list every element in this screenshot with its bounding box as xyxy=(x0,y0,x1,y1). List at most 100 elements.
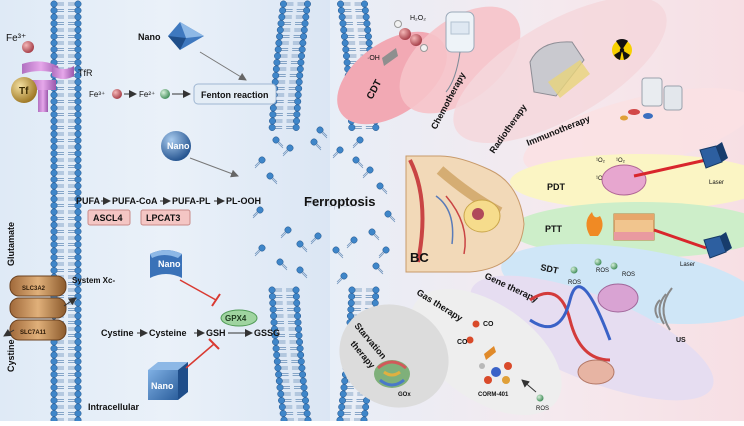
lipid-fragment xyxy=(368,228,380,241)
lipid-left-outer xyxy=(50,124,64,131)
fe3-mid-ion-icon xyxy=(112,89,122,99)
lipid-center-right-outer xyxy=(337,7,352,14)
fe3-mid-label: Fe³⁺ xyxy=(89,90,105,99)
fe2-label: Fe²⁺ xyxy=(139,90,155,99)
pdt-o2-label-3: ¹O₂ xyxy=(596,176,606,182)
inhibit-line-cube xyxy=(185,343,215,369)
gpx4-label: GPX4 xyxy=(225,314,247,323)
ferroptosis-watermark: Ferroptosis xyxy=(307,198,363,210)
lipid-left-inner xyxy=(68,91,82,99)
lipid-left-inner xyxy=(68,39,82,47)
lipid-left-inner xyxy=(68,13,82,21)
lipid-left-inner xyxy=(68,98,82,105)
lipid-center-left-inner xyxy=(289,78,303,86)
cell-membrane-left xyxy=(50,0,82,424)
lipid-left-inner xyxy=(68,104,82,112)
starvation-band xyxy=(339,304,449,408)
pufa-coa-label: PUFA-CoA xyxy=(112,196,158,206)
pdt-o2-label-2: ¹O₂ xyxy=(616,158,626,164)
fenton-box xyxy=(193,83,277,105)
lipid-left-inner xyxy=(68,254,82,261)
lipid-fragment xyxy=(254,244,266,257)
lipid-left-inner xyxy=(68,26,82,34)
lipid-left-outer xyxy=(50,39,64,47)
lipid-left-outer xyxy=(50,364,64,372)
lipid-left-inner xyxy=(68,280,82,287)
nano-mid-label: Nano xyxy=(167,141,190,151)
pl-ooh-label: PL-OOH xyxy=(226,196,261,206)
lipid-center-left-outer xyxy=(269,299,283,307)
lipid-left-outer xyxy=(50,234,64,242)
lipid-left-outer xyxy=(50,137,64,144)
lipid-fragment xyxy=(362,166,374,179)
gsh-label: GSH xyxy=(206,328,226,338)
lipid-center-left-inner xyxy=(287,306,301,313)
slc3a2-label: SLC3A2 xyxy=(22,286,46,292)
system-xc-label: System Xc- xyxy=(72,276,115,285)
lpcat3-box xyxy=(140,209,191,226)
lipid-center-left-outer xyxy=(280,0,294,8)
lipid-left-inner xyxy=(68,182,82,190)
lipid-left-outer xyxy=(50,403,64,411)
immunotherapy-band xyxy=(523,88,744,176)
radiotherapy-machine-icon xyxy=(529,41,590,98)
lipid-left-outer xyxy=(50,13,64,21)
fe3-ion-icon xyxy=(22,41,34,53)
lipid-center-left-outer xyxy=(270,319,285,326)
cysteine-label: Cysteine xyxy=(149,328,187,338)
lipid-center-left-inner xyxy=(290,345,304,352)
lipid-center-left-outer xyxy=(271,325,285,333)
lipid-center-left-outer xyxy=(272,345,287,352)
lipid-center-right-outer xyxy=(341,39,356,47)
lipid-left-outer xyxy=(50,397,64,404)
lipid-center-left-inner xyxy=(286,124,300,131)
lipid-center-left-outer xyxy=(274,364,288,372)
ptt-laser-beam xyxy=(653,228,707,250)
gene-therapy-band xyxy=(470,275,714,401)
pufa-pl-label: PUFA-PL xyxy=(172,196,211,206)
lipid-fragment xyxy=(296,266,308,279)
lipid-center-left-outer xyxy=(272,65,287,73)
lipid-left-inner xyxy=(68,169,82,177)
h2o2-molecule-icon xyxy=(394,20,428,52)
iv-bag-icon xyxy=(445,11,475,93)
lipid-center-left-outer xyxy=(268,293,283,300)
lipid-center-left-inner xyxy=(287,98,302,105)
lipid-left-inner xyxy=(68,338,82,346)
lipid-fragment xyxy=(310,138,322,151)
pdt-laser-label: Laser xyxy=(709,180,724,186)
lipid-left-inner xyxy=(68,33,82,40)
lipid-left-inner xyxy=(68,7,82,14)
lipid-center-right-inner xyxy=(365,293,380,300)
lipid-left-outer xyxy=(50,221,64,229)
lipid-center-left-inner xyxy=(293,377,307,385)
gas-arrow-icon xyxy=(484,346,496,360)
arrow-xc-in xyxy=(3,328,15,337)
gpx4-enzyme xyxy=(220,309,258,327)
lipid-fragment xyxy=(252,206,264,219)
nano-ribbon-label: Nano xyxy=(158,259,181,269)
lipid-left-outer xyxy=(50,182,64,190)
lipid-left-outer xyxy=(50,377,64,385)
gox-label: GOx xyxy=(398,392,411,398)
lipid-fragment xyxy=(332,246,344,259)
lipid-left-outer xyxy=(50,26,64,34)
cystine-side-label: Cystine xyxy=(6,339,16,372)
lipid-center-right-outer xyxy=(347,306,361,313)
pdt-laser-device-icon xyxy=(699,142,728,169)
lipid-center-left-outer xyxy=(268,124,283,131)
system-xc-transporter-icon xyxy=(9,275,67,341)
fe3-top-label: Fe³⁺ xyxy=(6,33,26,44)
pdt-laser-beam xyxy=(633,158,707,178)
lipid-fragment xyxy=(276,258,288,271)
lipid-center-left-inner xyxy=(286,293,300,300)
lipid-center-left-inner xyxy=(288,325,302,333)
lipid-center-left-inner xyxy=(290,351,305,359)
gssg-label: GSSG xyxy=(254,328,280,338)
lipid-center-left-outer xyxy=(272,72,286,79)
nano-bipyramid-icon xyxy=(168,22,204,50)
lipid-center-left-inner xyxy=(294,26,308,34)
lipid-left-inner xyxy=(68,176,82,183)
lipid-center-left-outer xyxy=(279,410,294,417)
lipid-center-left-inner xyxy=(287,104,301,112)
